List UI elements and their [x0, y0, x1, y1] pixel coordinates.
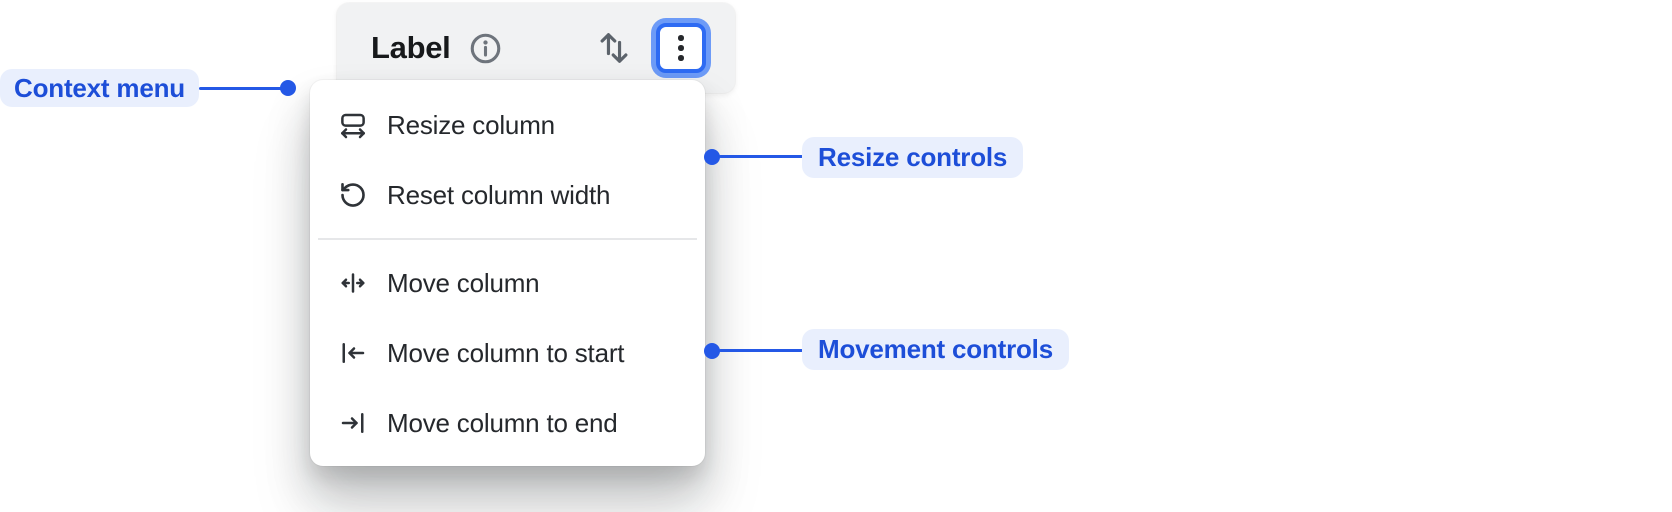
- annotation-label: Movement controls: [818, 334, 1053, 364]
- menu-item-move-column[interactable]: Move column: [310, 248, 705, 318]
- annotation-movement-controls: Movement controls: [802, 329, 1069, 370]
- info-icon[interactable]: [467, 30, 504, 67]
- menu-item-label: Move column to end: [387, 407, 618, 438]
- menu-item-resize-column[interactable]: Resize column: [310, 90, 705, 160]
- sort-arrows-icon[interactable]: [595, 29, 633, 67]
- menu-item-move-column-to-start[interactable]: Move column to start: [310, 318, 705, 388]
- menu-item-label: Reset column width: [387, 179, 611, 210]
- column-header: Label: [337, 3, 735, 93]
- menu-item-move-column-to-end[interactable]: Move column to end: [310, 388, 705, 458]
- reset-column-width-icon: [337, 180, 369, 210]
- kebab-menu-icon: [678, 35, 684, 41]
- move-column-icon: [337, 268, 369, 298]
- annotation-label: Context menu: [14, 72, 185, 103]
- menu-item-label: Move column: [387, 267, 540, 298]
- move-column-to-start-icon: [337, 338, 369, 368]
- annotation-label: Resize controls: [818, 142, 1008, 172]
- menu-divider: [318, 238, 697, 240]
- annotation-connector-dot: [704, 149, 720, 165]
- annotation-connector-dot: [280, 80, 296, 96]
- annotation-connector-line: [199, 87, 282, 90]
- menu-item-reset-column-width[interactable]: Reset column width: [310, 160, 705, 230]
- resize-column-icon: [337, 110, 369, 140]
- annotation-connector-line: [719, 155, 803, 158]
- annotation-context-menu: Context menu: [0, 69, 199, 107]
- annotation-resize-controls: Resize controls: [802, 137, 1024, 178]
- context-menu: Resize column Reset column width: [310, 80, 705, 466]
- annotation-connector-dot: [704, 343, 720, 359]
- move-column-to-end-icon: [337, 408, 369, 438]
- menu-item-label: Resize column: [387, 109, 555, 140]
- annotation-connector-line: [719, 349, 803, 352]
- column-menu-button[interactable]: [656, 23, 706, 73]
- column-header-title: Label: [371, 30, 451, 65]
- menu-item-label: Move column to start: [387, 337, 625, 368]
